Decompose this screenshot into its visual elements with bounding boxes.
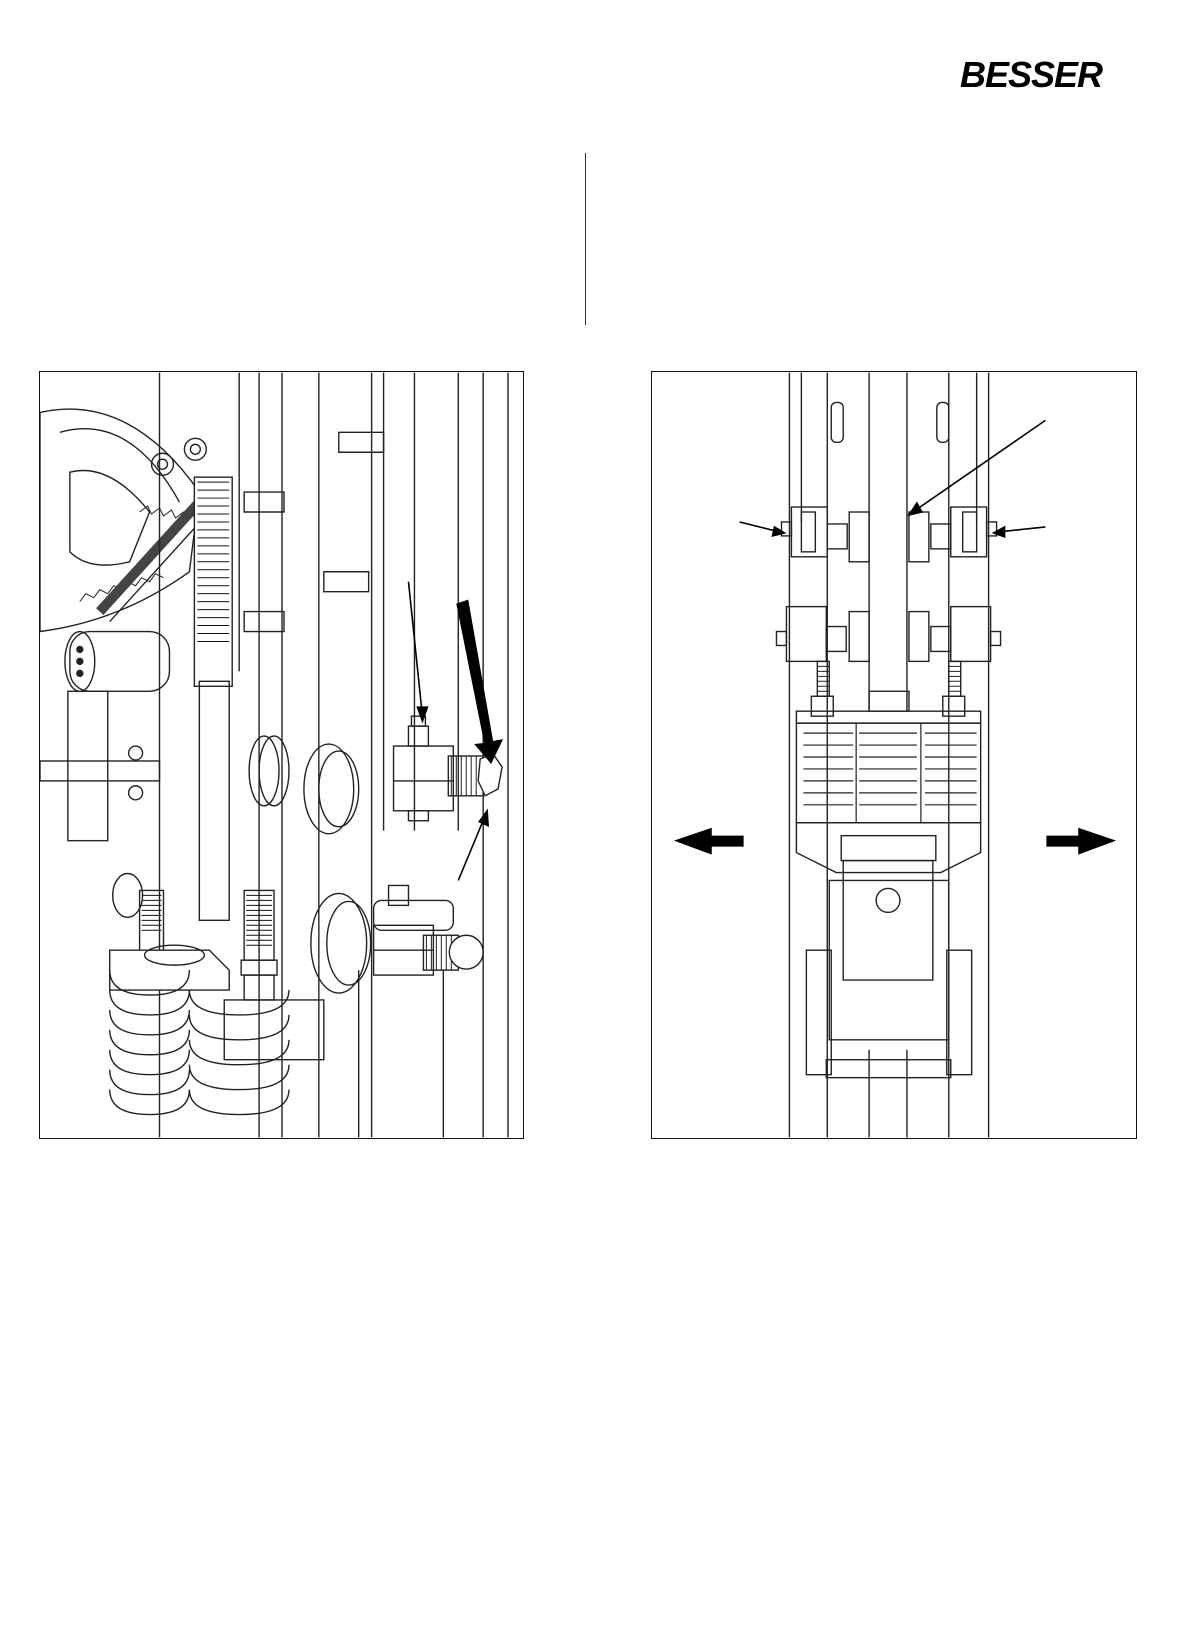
arrow-right-icon [1046, 827, 1117, 855]
callout-arrow-icon [739, 419, 1046, 539]
arrow-left-icon [673, 827, 744, 855]
gear-icon [40, 408, 208, 633]
figure-left-machine-detail [39, 371, 524, 1139]
column-divider [585, 153, 586, 325]
bold-arrow-icon [456, 599, 504, 764]
figure-right-top-view [651, 371, 1137, 1139]
brand-logo-text: BESSER [960, 54, 1103, 94]
figure-right-drawing [673, 372, 1117, 1138]
callout-arrow-icon [407, 581, 490, 881]
figure-left-drawing [40, 372, 509, 1138]
brand-logo: BESSER [958, 54, 1118, 94]
